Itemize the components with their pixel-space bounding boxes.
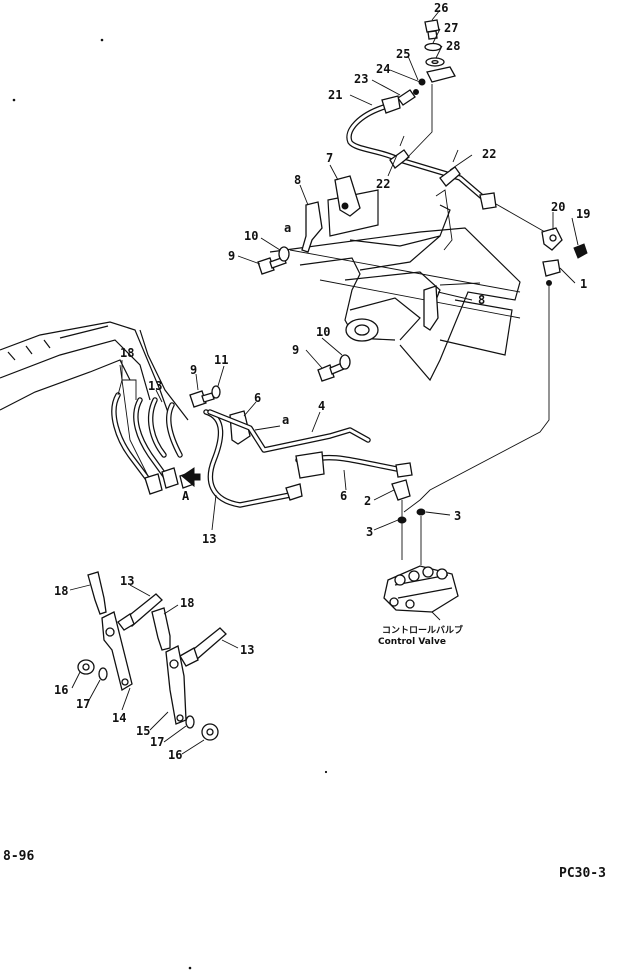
bracket-8a bbox=[301, 201, 323, 253]
callout-23: 23 bbox=[354, 72, 368, 86]
fitting-2 bbox=[391, 479, 411, 501]
bolt-16-right bbox=[201, 723, 219, 741]
hose-18-detail-left bbox=[87, 571, 107, 615]
callout-ref-a-lower: a bbox=[282, 413, 289, 427]
callout-21: 21 bbox=[328, 88, 342, 102]
callout-26: 26 bbox=[434, 1, 448, 15]
callout-9-top: 9 bbox=[228, 249, 235, 263]
callout-16-left: 16 bbox=[54, 683, 68, 697]
print-specks bbox=[12, 38, 328, 970]
boom-outline bbox=[0, 321, 189, 481]
hose-21 bbox=[346, 95, 497, 210]
washer-27 bbox=[424, 42, 442, 52]
callout-13-detail-left: 13 bbox=[120, 574, 134, 588]
callout-6-top: 6 bbox=[254, 391, 261, 405]
callout-6-bottom: 6 bbox=[340, 489, 347, 503]
callout-17-right: 17 bbox=[150, 735, 164, 749]
bolt-9c bbox=[189, 390, 215, 408]
hose-5 bbox=[295, 451, 413, 479]
clamp-22b bbox=[439, 149, 461, 187]
callout-28: 28 bbox=[446, 39, 460, 53]
hose-18-detail-right bbox=[151, 607, 171, 651]
bracket-8b bbox=[423, 285, 439, 331]
callout-22-left: 22 bbox=[376, 177, 390, 191]
washer-17-right bbox=[185, 715, 195, 729]
washer-10b bbox=[339, 354, 351, 370]
hose-18-boom bbox=[111, 392, 171, 485]
callout-10-bottom: 10 bbox=[316, 325, 330, 339]
callout-1: 1 bbox=[580, 277, 587, 291]
clamp-22a bbox=[389, 135, 410, 169]
washer-28 bbox=[425, 57, 445, 67]
hose-13-detail-right bbox=[179, 627, 227, 667]
pilot-line-1 bbox=[403, 286, 550, 513]
callout-3-left: 3 bbox=[366, 525, 373, 539]
view-a-arrow bbox=[181, 467, 201, 488]
bolt-16-left bbox=[77, 659, 95, 675]
callout-13-detail-right: 13 bbox=[240, 643, 254, 657]
callout-4: 4 bbox=[318, 399, 325, 413]
callout-22-right: 22 bbox=[482, 147, 496, 161]
hose-13-long bbox=[203, 409, 303, 508]
callout-14: 14 bbox=[112, 711, 126, 725]
seal-3b bbox=[416, 508, 426, 516]
clamp-25 bbox=[418, 66, 456, 86]
ref-a-lower-line bbox=[254, 425, 281, 431]
elbow-20 bbox=[541, 227, 563, 251]
clamp-stay bbox=[404, 84, 433, 161]
leader-lines bbox=[69, 9, 579, 755]
callout-25: 25 bbox=[396, 47, 410, 61]
callout-8-right: 8 bbox=[478, 293, 485, 307]
washer-11 bbox=[211, 385, 221, 399]
line-to-20 bbox=[495, 203, 546, 233]
washer-10a bbox=[278, 246, 290, 262]
washer-17-left bbox=[98, 667, 108, 681]
callout-8-top: 8 bbox=[294, 173, 301, 187]
control-valve-label-jp: コントロールバルブ bbox=[382, 624, 463, 636]
callout-view-a: A bbox=[182, 489, 190, 503]
callout-13-long: 13 bbox=[202, 532, 216, 546]
callout-18-detail-right: 18 bbox=[180, 596, 194, 610]
swing-bracket bbox=[269, 189, 521, 382]
plate-7 bbox=[334, 175, 361, 217]
callout-15: 15 bbox=[136, 724, 150, 738]
callout-20: 20 bbox=[551, 200, 565, 214]
callout-ref-a-top: a bbox=[284, 221, 291, 235]
callout-19: 19 bbox=[576, 207, 590, 221]
callout-11: 11 bbox=[214, 353, 228, 367]
fitting-23 bbox=[397, 89, 419, 106]
model-code: PC30-3 bbox=[559, 866, 606, 881]
callout-2: 2 bbox=[364, 494, 371, 508]
callout-7: 7 bbox=[326, 151, 333, 165]
callout-10-top: 10 bbox=[244, 229, 258, 243]
callout-24: 24 bbox=[376, 62, 390, 76]
callout-9-bottom: 9 bbox=[292, 343, 299, 357]
control-valve bbox=[383, 565, 459, 621]
hose-13-detail-left bbox=[117, 593, 163, 631]
callout-18-detail-left: 18 bbox=[54, 584, 68, 598]
page-number: 8-96 bbox=[3, 849, 35, 864]
fitting-1 bbox=[542, 259, 561, 286]
callout-27: 27 bbox=[444, 21, 458, 35]
control-valve-label-en: Control Valve bbox=[378, 637, 446, 647]
bracket-14 bbox=[101, 611, 133, 692]
callout-9-boom: 9 bbox=[190, 363, 197, 377]
hose-13-boom bbox=[147, 397, 183, 458]
callout-3-right: 3 bbox=[454, 509, 461, 523]
plug-19 bbox=[573, 243, 588, 259]
callout-labels: 26 27 28 25 24 23 21 22 22 7 8 a 10 9 8 … bbox=[54, 1, 590, 762]
pipe-4 bbox=[207, 409, 371, 453]
callout-13-boom: 13 bbox=[148, 379, 162, 393]
callout-16-right: 16 bbox=[168, 748, 182, 762]
callout-17-left: 17 bbox=[76, 697, 90, 711]
callout-18-boom: 18 bbox=[120, 346, 134, 360]
